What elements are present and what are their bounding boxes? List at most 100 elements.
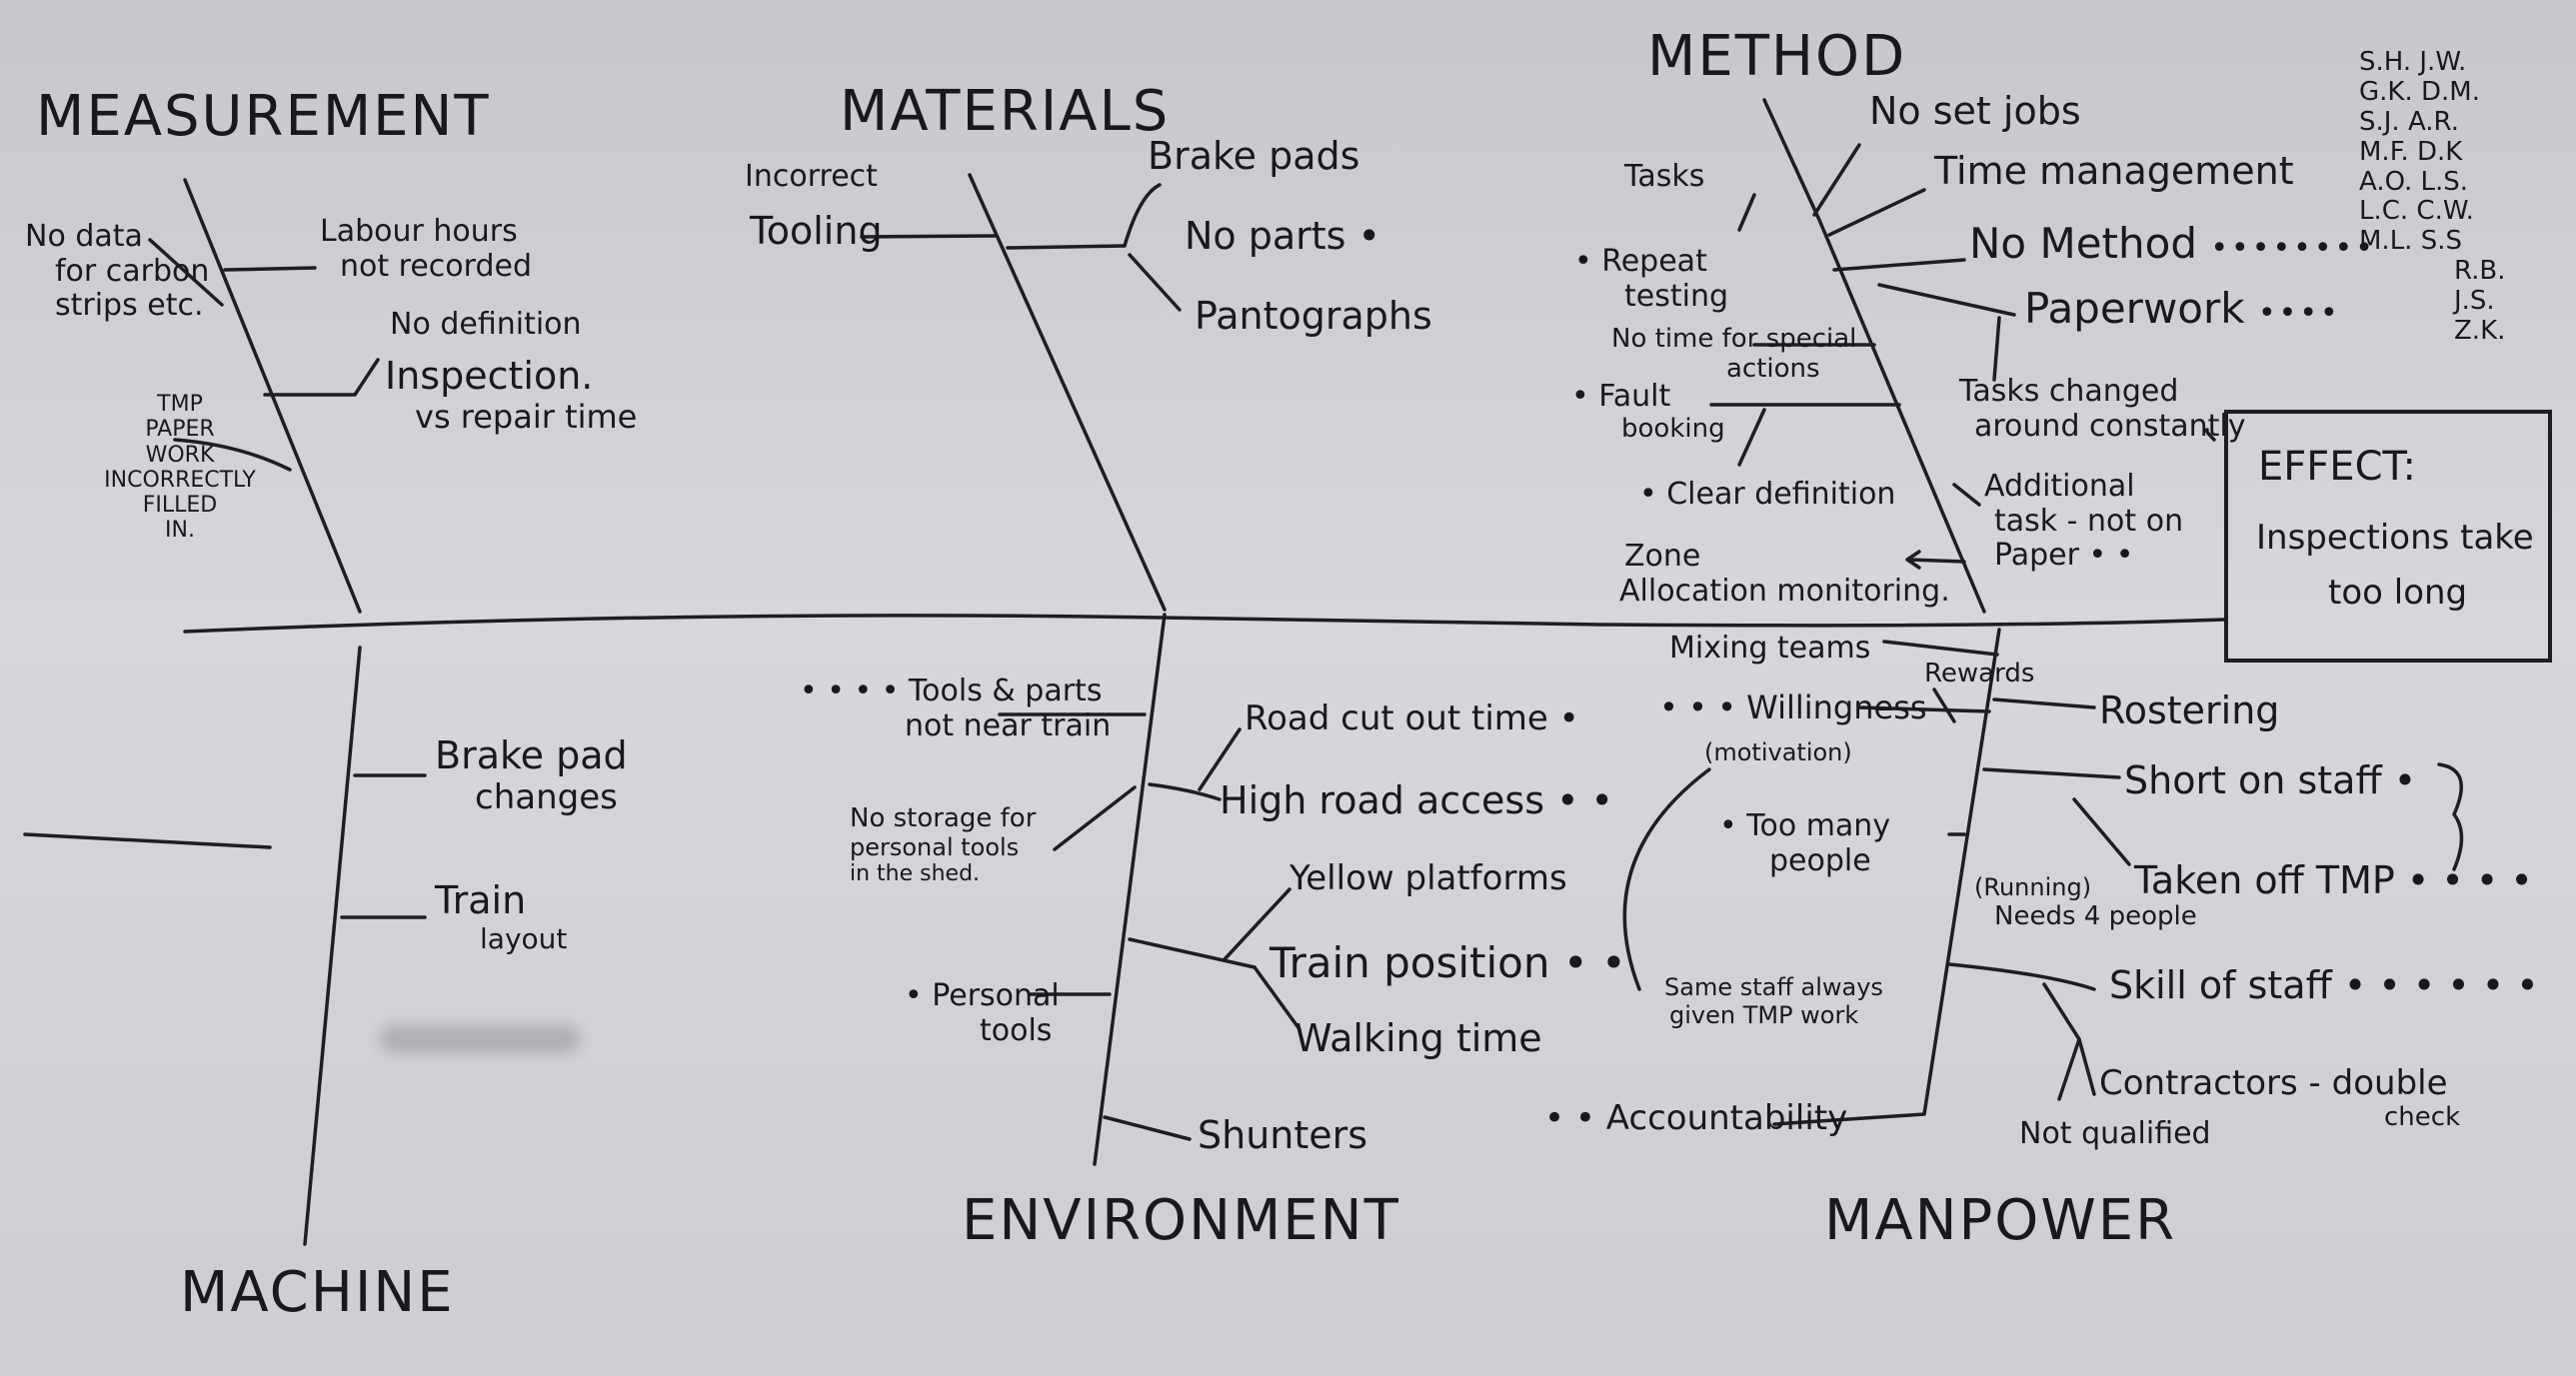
sub-roadaccess xyxy=(1148,782,1222,801)
motivation-arc xyxy=(1622,767,1711,991)
cause-accountability: • • Accountability xyxy=(1544,1098,1848,1138)
cause-no-time-special: No time for special actions xyxy=(1611,324,1857,384)
cause-too-many-people: • Too many people xyxy=(1719,808,1891,878)
effect-line2: too long xyxy=(2328,573,2468,613)
effect-box: EFFECT: Inspections take too long xyxy=(2224,410,2552,663)
cause-no-definition: No definition xyxy=(390,307,582,342)
sub-contractors xyxy=(2077,1037,2096,1096)
cause-no-method: No Method •••••••• xyxy=(1969,219,2376,268)
bone-manpower xyxy=(1772,628,2001,1126)
cause-tasks-changed: Tasks changed around constantly xyxy=(1959,374,2246,444)
sub-brake xyxy=(1123,183,1162,248)
initials-item: L.C. C.W. xyxy=(2359,196,2474,227)
initials-item: J.S. xyxy=(2454,286,2495,317)
initials-item: S.H. J.W. xyxy=(2359,47,2467,77)
sub-short xyxy=(1982,767,2121,779)
cause-same-staff: Same staff always given TMP work xyxy=(1664,973,1883,1029)
sub-tasks-changed xyxy=(1992,316,2001,382)
cause-no-parts: No parts • xyxy=(1185,214,1380,258)
cause-fault-booking: • Fault booking xyxy=(1571,379,1725,444)
sub-paperwork xyxy=(173,438,292,472)
sub-nodata xyxy=(148,238,224,307)
initials-item: Z.K. xyxy=(2454,316,2506,347)
cause-no-storage: No storage for personal tools in the she… xyxy=(850,803,1037,887)
bone-method xyxy=(1762,98,1986,614)
cause-no-set-jobs: No set jobs xyxy=(1869,89,2081,133)
stray-line xyxy=(23,832,272,849)
cause-incorrect: Incorrect xyxy=(745,159,878,194)
sub-labour xyxy=(223,266,317,272)
cause-mixing-teams: Mixing teams xyxy=(1669,631,1871,666)
sub-nosetjobs xyxy=(1812,143,1861,217)
cause-running-needs: (Running) Needs 4 people xyxy=(1974,873,2197,931)
cause-high-road: High road access • • xyxy=(1220,778,1613,822)
sub-shunters xyxy=(1103,1115,1192,1141)
cause-additional-task: Additional task - not on Paper • • xyxy=(1984,469,2184,573)
initials-item: R.B. xyxy=(2454,256,2506,287)
initials-item: S.J. A.R. xyxy=(2359,106,2459,137)
sub-tooling xyxy=(860,234,997,239)
cause-not-qualified: Not qualified xyxy=(2019,1116,2211,1151)
cause-tmp-paperwork: TMP PAPER WORK INCORRECTLY FILLED IN. xyxy=(104,392,256,544)
cause-skill-of-staff: Skill of staff • • • • • • xyxy=(2109,963,2539,1007)
effect-label: EFFECT: xyxy=(2258,444,2417,490)
cause-yellow-platforms: Yellow platforms xyxy=(1289,858,1567,898)
category-measurement: MEASUREMENT xyxy=(36,84,491,149)
sub-inspection xyxy=(263,358,380,397)
initials-item: M.L. S.S xyxy=(2359,226,2462,257)
cause-train-layout: Train layout xyxy=(435,878,568,955)
cause-tooling: Tooling xyxy=(750,209,883,253)
sub-parts xyxy=(1006,244,1127,250)
cause-brake-pad-changes: Brake pad changes xyxy=(435,733,628,817)
cause-road-cut: Road cut out time • xyxy=(1245,698,1579,738)
cause-no-data: No data for carbon strips etc. xyxy=(25,219,210,323)
initials-item: G.K. D.M. xyxy=(2359,76,2480,107)
cause-clear-definition: • Clear definition xyxy=(1639,477,1896,512)
sub-rewards xyxy=(1932,688,1956,723)
spine-line xyxy=(183,614,2226,634)
sub-roadcut xyxy=(1198,727,1242,791)
sub-willingness xyxy=(1857,705,1991,713)
cause-walking-time: Walking time xyxy=(1294,1016,1542,1060)
cause-tools-parts: • • • • Tools & parts not near train xyxy=(800,674,1112,743)
eraser-smudge xyxy=(380,1024,580,1054)
sub-fault-branch xyxy=(1737,408,1766,467)
cause-paperwork: Paperwork •••• xyxy=(2024,284,2341,333)
sub-taken-off xyxy=(2072,797,2131,866)
cause-labour-hours: Labour hours not recorded xyxy=(320,214,532,284)
sub-tasks-to-box xyxy=(2204,428,2216,442)
category-machine: MACHINE xyxy=(180,1260,455,1325)
bone-machine xyxy=(303,646,362,1246)
cause-tasks: Tasks xyxy=(1624,159,1705,194)
brace xyxy=(2437,762,2464,871)
cause-pantographs: Pantographs xyxy=(1195,294,1432,338)
bone-materials xyxy=(968,173,1167,612)
cause-willingness: • • • Willingness xyxy=(1659,688,1927,726)
sub-yellow xyxy=(1223,887,1291,961)
initials-item: M.F. D.K xyxy=(2359,136,2463,167)
category-method: METHOD xyxy=(1647,24,1907,89)
cause-motivation: (motivation) xyxy=(1704,738,1852,766)
sub-panto xyxy=(1128,253,1182,312)
sub-trainpos xyxy=(1128,937,1257,969)
sub-zone-arrow xyxy=(1905,550,1966,570)
cause-train-position: Train position • • xyxy=(1270,938,1626,987)
cause-short-on-staff: Short on staff • xyxy=(2124,758,2417,802)
sub-notqual xyxy=(2042,982,2081,1101)
cause-repeat-testing: • Repeat testing xyxy=(1574,244,1729,314)
cause-contractors: Contractors - double check xyxy=(2099,1063,2461,1133)
cause-shunters: Shunters xyxy=(1198,1113,1368,1157)
sub-mixing xyxy=(1882,640,1999,657)
sub-storage xyxy=(1053,785,1137,851)
category-environment: ENVIRONMENT xyxy=(962,1188,1400,1253)
cause-personal-tools: • Personal tools xyxy=(905,978,1060,1048)
sub-timemgmt xyxy=(1827,188,1926,237)
sub-nomethod xyxy=(1832,258,1966,272)
bone-environment xyxy=(1093,613,1167,1166)
sub-rostering xyxy=(1992,697,2096,709)
cause-zone-allocation: Zone Allocation monitoring. xyxy=(1619,539,1950,609)
sub-paperwork xyxy=(1877,283,2016,317)
effect-line1: Inspections take xyxy=(2256,518,2534,558)
